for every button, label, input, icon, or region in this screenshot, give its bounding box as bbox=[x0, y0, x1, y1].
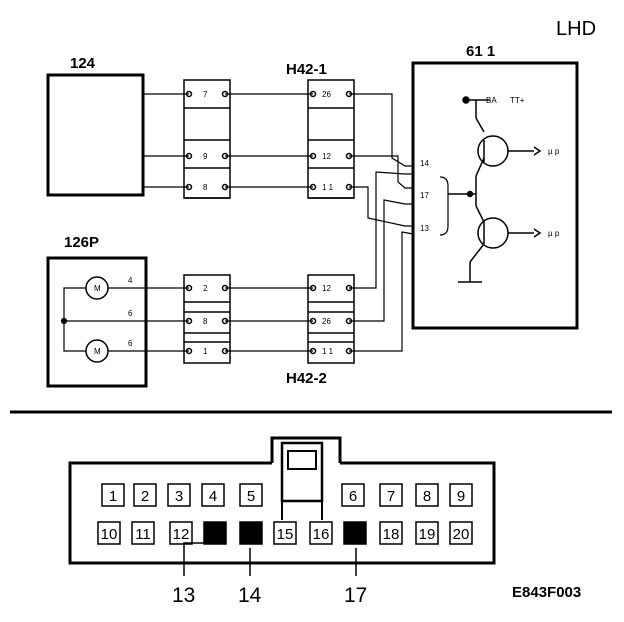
ecu-signal-1: µ p bbox=[548, 147, 560, 156]
face-cavity-top-5: 5 bbox=[239, 483, 263, 507]
face-cavity-top-8-label: 8 bbox=[423, 488, 431, 505]
face-cavity-top-6: 6 bbox=[341, 483, 365, 507]
face-cavity-top-3-label: 3 bbox=[175, 488, 183, 505]
ecu-pin-13: 13 bbox=[420, 224, 429, 233]
c126p-pin-3: 6 bbox=[128, 339, 133, 348]
face-cavity-top-9-label: 9 bbox=[457, 488, 465, 505]
face-cavity-bottom-11: 20 bbox=[449, 521, 473, 545]
connector-b-pin-3: 1 bbox=[203, 347, 208, 356]
face-cavity-bottom-2-label: 11 bbox=[135, 526, 151, 543]
variant-label: LHD bbox=[556, 18, 596, 40]
face-cavity-bottom-3-label: 12 bbox=[173, 526, 190, 543]
face-cavity-bottom-1-label: 10 bbox=[101, 526, 118, 543]
face-cavity-top-1-label: 1 bbox=[109, 488, 117, 505]
face-cavity-bottom-10-label: 19 bbox=[419, 526, 436, 543]
ecu-signal-2: µ p bbox=[548, 229, 560, 238]
ecu-pin-14: 14 bbox=[420, 159, 429, 168]
h42-1-pin-3: 1 1 bbox=[322, 183, 334, 192]
motor-top: M bbox=[85, 276, 109, 300]
connector-b-pin-2: 8 bbox=[203, 317, 208, 326]
face-cavity-bottom-5 bbox=[239, 521, 263, 545]
connector-face bbox=[68, 436, 496, 565]
face-cavity-top-4-label: 4 bbox=[209, 488, 217, 505]
face-cavity-bottom-10: 19 bbox=[415, 521, 439, 545]
h42-2-pin-2: 26 bbox=[322, 317, 331, 326]
face-cavity-top-7-label: 7 bbox=[387, 488, 395, 505]
face-cavity-top-5-label: 5 bbox=[247, 488, 255, 505]
face-cavity-bottom-1: 10 bbox=[97, 521, 121, 545]
face-cavity-top-2-label: 2 bbox=[141, 488, 149, 505]
face-cavity-bottom-8 bbox=[343, 521, 367, 545]
connector-a-pin-1: 7 bbox=[203, 90, 208, 99]
h42-2-connector bbox=[307, 274, 355, 364]
connector-a-pin-3: 8 bbox=[203, 183, 208, 192]
connector-face-top-row: 1 2 3 4 5 6 7 8 9 bbox=[101, 483, 473, 507]
face-cavity-top-3: 3 bbox=[167, 483, 191, 507]
ecu-label: 61 1 bbox=[466, 43, 495, 60]
connector-b bbox=[183, 274, 231, 364]
ecu-supply-tt: TT+ bbox=[510, 96, 525, 105]
h42-2-pin-1: 12 bbox=[322, 284, 331, 293]
h42-1-pin-2: 12 bbox=[322, 152, 331, 161]
connector-b-pin-1: 2 bbox=[203, 284, 208, 293]
face-cavity-top-8: 8 bbox=[415, 483, 439, 507]
component-126p-label: 126P bbox=[64, 234, 99, 251]
connector-a-pin-2: 9 bbox=[203, 152, 208, 161]
component-126p-box bbox=[46, 256, 148, 388]
face-cavity-bottom-9-label: 18 bbox=[383, 526, 400, 543]
ecu-box bbox=[411, 61, 579, 330]
figure-id: E843F003 bbox=[512, 584, 581, 601]
face-cavity-bottom-6-label: 15 bbox=[277, 526, 294, 543]
face-cavity-bottom-9: 18 bbox=[379, 521, 403, 545]
connector-face-bottom-row: 10 11 12 15 16 18 19 20 bbox=[97, 521, 473, 545]
callout-13-leader bbox=[183, 542, 206, 576]
callout-14: 14 bbox=[238, 584, 262, 607]
ecu-supply-ba: BA bbox=[486, 96, 497, 105]
face-cavity-top-9: 9 bbox=[449, 483, 473, 507]
c126p-pin-1: 4 bbox=[128, 276, 133, 285]
motor-top-label: M bbox=[94, 284, 101, 293]
h42-2-pin-3: 1 1 bbox=[322, 347, 334, 356]
h42-1-pin-1: 26 bbox=[322, 90, 331, 99]
motor-bottom-label: M bbox=[94, 347, 101, 356]
motor-wiring bbox=[60, 287, 148, 352]
c126p-pin-2: 6 bbox=[128, 309, 133, 318]
transistor-circuit bbox=[448, 96, 542, 283]
callout-13: 13 bbox=[172, 584, 195, 607]
motor-bottom: M bbox=[85, 339, 109, 363]
face-cavity-bottom-7-label: 16 bbox=[313, 526, 330, 543]
face-cavity-top-2: 2 bbox=[133, 483, 157, 507]
face-cavity-top-4: 4 bbox=[201, 483, 225, 507]
callout-17: 17 bbox=[344, 584, 367, 607]
component-124-box bbox=[46, 73, 145, 197]
face-cavity-bottom-6: 15 bbox=[273, 521, 297, 545]
h42-1-label: H42-1 bbox=[286, 61, 327, 78]
h42-1-connector bbox=[307, 79, 355, 199]
face-cavity-bottom-4 bbox=[203, 521, 227, 545]
face-cavity-top-1: 1 bbox=[101, 483, 125, 507]
ecu-pin-17: 17 bbox=[420, 191, 429, 200]
ecu-brace bbox=[439, 176, 449, 236]
face-cavity-bottom-3: 12 bbox=[169, 521, 193, 545]
face-cavity-bottom-2: 11 bbox=[131, 521, 155, 545]
face-cavity-top-7: 7 bbox=[379, 483, 403, 507]
face-cavity-bottom-11-label: 20 bbox=[453, 526, 470, 543]
face-cavity-top-6-label: 6 bbox=[349, 488, 357, 505]
wires bbox=[143, 93, 414, 352]
component-124-label: 124 bbox=[70, 55, 96, 72]
h42-2-label: H42-2 bbox=[286, 370, 327, 387]
face-cavity-bottom-7: 16 bbox=[309, 521, 333, 545]
